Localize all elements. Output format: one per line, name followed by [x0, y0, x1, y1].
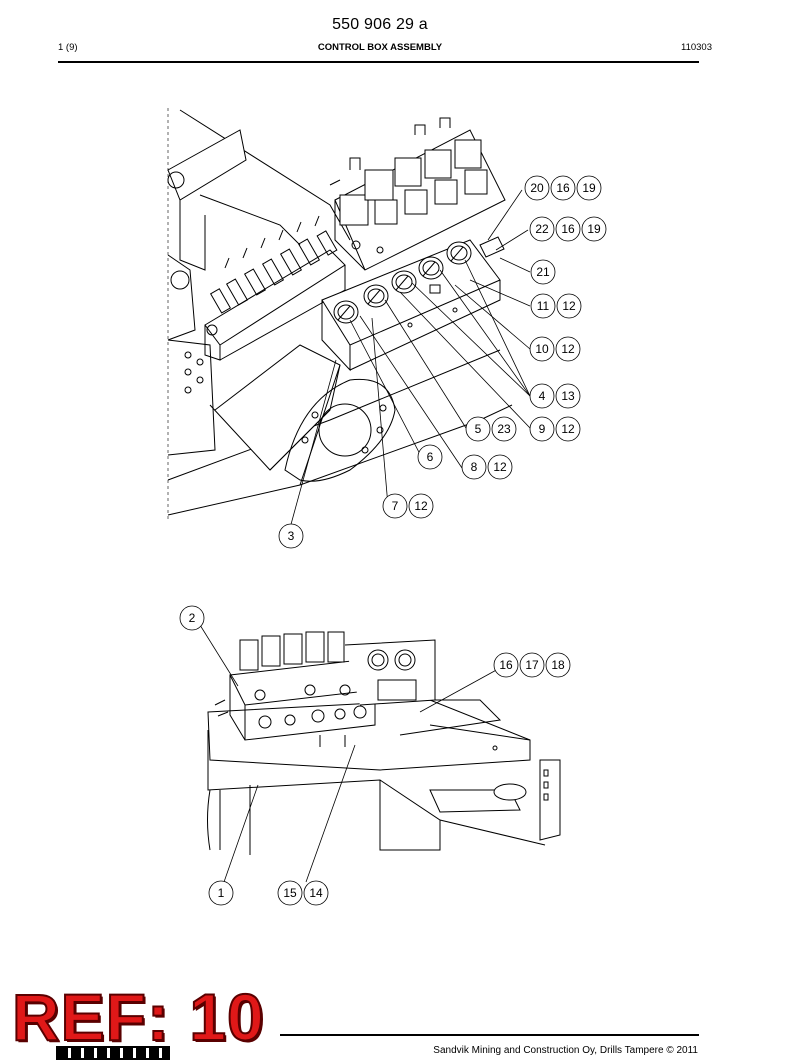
callout-8-12: 8 12: [461, 454, 513, 480]
footer-copyright: Sandvik Mining and Construction Oy, Dril…: [433, 1045, 698, 1056]
date-code: 110303: [681, 42, 712, 53]
callout-3: 3: [278, 523, 304, 549]
callout-number: 19: [587, 222, 601, 236]
callout-number: 11: [537, 299, 550, 313]
bottom-valve-block-illustration: [214, 631, 436, 747]
callout-11-12: 11 12: [530, 293, 582, 319]
callout-number: 12: [561, 342, 575, 356]
callout-number: 18: [551, 658, 565, 672]
callout-number: 16: [556, 181, 570, 195]
callout-9-12: 9 12: [529, 416, 581, 442]
bottom-leader-lines: [199, 624, 501, 883]
callout-4-13: 4 13: [529, 383, 581, 409]
callout-number: 14: [309, 886, 323, 900]
callout-number: 12: [414, 499, 428, 513]
callout-number: 12: [562, 299, 576, 313]
left-valve-bank-illustration: [204, 215, 346, 361]
callout-5-23: 5 23: [465, 416, 517, 442]
document-number: 550 906 29 a: [332, 16, 428, 33]
callout-15-14: 15 14: [277, 880, 329, 906]
callout-number: 16: [561, 222, 575, 236]
callout-number: 17: [525, 658, 539, 672]
callout-number: 3: [288, 529, 295, 543]
callout-number: 9: [539, 422, 546, 436]
callout-20-16-19: 20 16 19: [524, 175, 602, 201]
callout-number: 8: [471, 460, 478, 474]
top-frame-illustration: [167, 108, 513, 520]
callout-number: 7: [392, 499, 399, 513]
callout-number: 1: [218, 886, 225, 900]
callout-number: 10: [535, 342, 549, 356]
callout-number: 2: [189, 611, 196, 625]
callout-number: 21: [536, 265, 550, 279]
callout-number: 20: [530, 181, 544, 195]
callout-number: 6: [427, 450, 434, 464]
callout-6: 6: [417, 444, 443, 470]
callout-number: 12: [493, 460, 507, 474]
ref-stamp: REF: 10: [11, 980, 265, 1054]
callout-number: 5: [475, 422, 482, 436]
callout-2: 2: [179, 605, 205, 631]
solenoid-manifold-illustration: [329, 117, 506, 271]
callout-number: 13: [561, 389, 575, 403]
header-divider: [58, 61, 699, 63]
callout-number: 23: [497, 422, 511, 436]
callout-number: 16: [499, 658, 513, 672]
page-count: 1 (9): [58, 42, 78, 53]
callout-16-17-18: 16 17 18: [493, 652, 571, 678]
callout-1: 1: [208, 880, 234, 906]
callout-number: 19: [582, 181, 596, 195]
top-leader-lines: [289, 189, 531, 529]
bottom-frame-illustration: [207, 699, 561, 855]
footer-divider: [280, 1034, 699, 1036]
callout-number: 4: [539, 389, 546, 403]
callout-10-12: 10 12: [529, 336, 581, 362]
callout-number: 15: [283, 886, 297, 900]
page-title: CONTROL BOX ASSEMBLY: [317, 42, 443, 53]
callout-22-16-19: 22 16 19: [529, 216, 607, 242]
callout-number: 22: [535, 222, 549, 236]
callout-7-12: 7 12: [382, 493, 434, 519]
callout-number: 12: [561, 422, 575, 436]
callout-21: 21: [530, 259, 556, 285]
control-box-illustration: [299, 236, 505, 486]
